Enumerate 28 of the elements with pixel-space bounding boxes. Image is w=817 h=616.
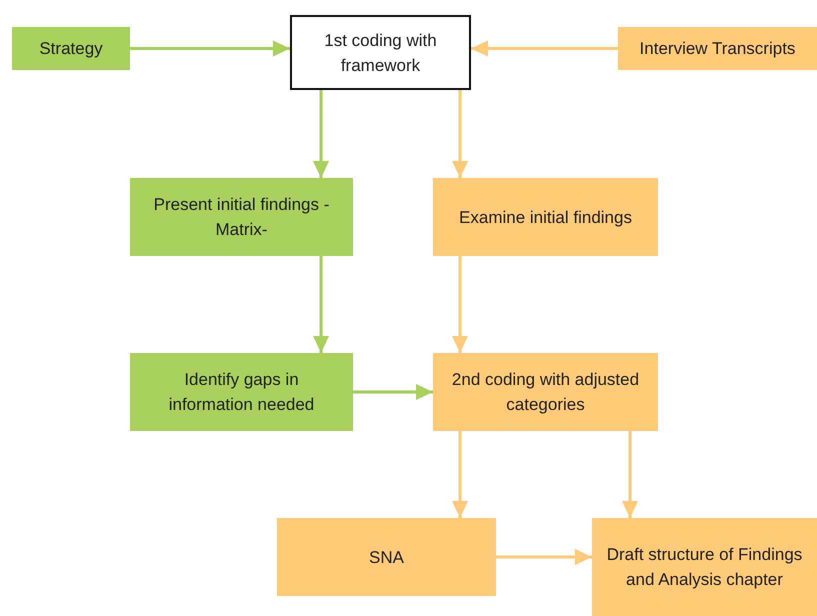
arrow: [452, 90, 468, 178]
box-label: SNA: [369, 546, 404, 568]
process-box: [277, 518, 496, 596]
process-box: [130, 178, 353, 256]
arrow: [471, 40, 618, 56]
box-label: 2nd coding with adjusted categories: [450, 369, 640, 416]
arrow: [313, 256, 329, 353]
process-box: [12, 27, 130, 70]
box-label: Interview Transcripts: [640, 38, 796, 60]
process-box: [592, 518, 817, 616]
arrow: [622, 431, 638, 518]
arrow: [353, 384, 433, 400]
box-label: Examine initial findings: [459, 206, 632, 228]
start-box: [290, 15, 471, 90]
box-label: Identify gaps in information needed: [168, 369, 316, 416]
box-label: Draft structure of Findings and Analysis chapter: [606, 544, 804, 591]
arrow: [130, 40, 290, 56]
arrow: [452, 431, 468, 518]
box-label: Strategy: [39, 38, 103, 60]
process-box: [433, 178, 658, 256]
process-box: [433, 353, 658, 431]
arrow: [452, 256, 468, 353]
box-label: 1st coding with framework: [323, 30, 438, 76]
box-label: Present initial findings -Matrix-: [152, 194, 330, 241]
arrow: [496, 549, 592, 565]
process-box: [618, 27, 817, 70]
process-box: [130, 353, 353, 431]
arrow: [313, 90, 329, 178]
